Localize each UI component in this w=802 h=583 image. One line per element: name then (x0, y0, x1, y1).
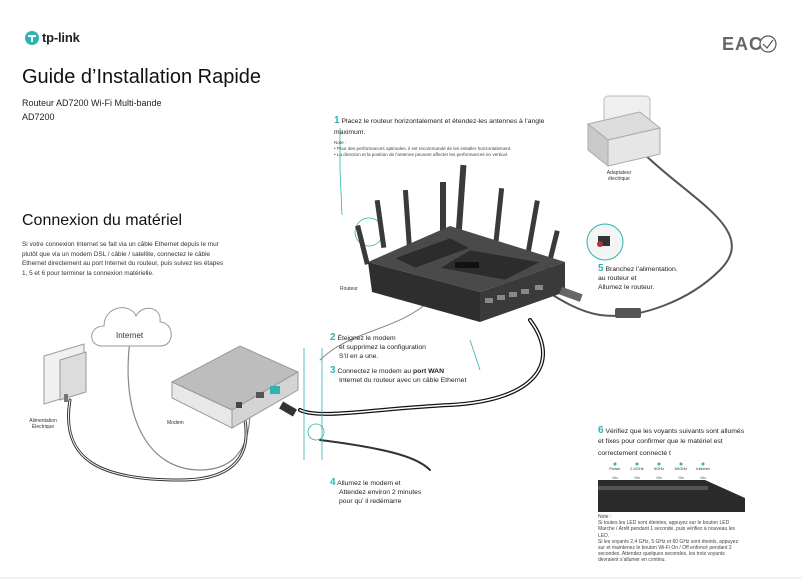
note-line: secondes. Attendez quelques secondes, le… (598, 551, 725, 558)
step-1-note: Note : • Pour des performances optimales… (334, 140, 564, 158)
hardware-heading: Connexion du matériel (22, 212, 183, 229)
intro-line: Ethernet directement au port Internet du… (22, 260, 224, 267)
step-text: Branchez l’alimentation. (605, 266, 678, 273)
led-name: 60GHz (674, 466, 688, 471)
step-number: 3 (330, 365, 336, 376)
step-number: 4 (330, 477, 336, 488)
step-text: Connectez le modem au (337, 368, 414, 375)
led-60ghz: 60GHz On (670, 466, 692, 480)
step-number: 6 (598, 425, 604, 436)
step-text: Placez le routeur horizontalement et éte… (341, 118, 545, 125)
note-text: Pour des performances optimales, il est … (336, 146, 512, 151)
wan-port-emphasis: port WAN (413, 368, 444, 375)
tp-link-logo: tp-link (42, 30, 80, 45)
step-text: Allumez le routeur. (598, 284, 655, 291)
note-line: Marche / Arrêt pendant 1 seconde, puis v… (598, 526, 736, 533)
intro-line: plutôt que via un modem DSL / câble / sa… (22, 250, 211, 258)
step-text: Internet du routeur avec un câble Ethern… (339, 377, 467, 384)
wall-socket-image (43, 343, 87, 405)
note-line: sur et maintenez le bouton Wi-Fi On / Of… (598, 545, 732, 552)
step-2: 2 Éteignez le modem et supprimez la conf… (330, 333, 426, 361)
adapter-label: Adaptateur électrique (594, 170, 644, 182)
note-text: La direction et la position de l’antenne… (336, 152, 509, 157)
step-number: 1 (334, 115, 340, 126)
power-button-zoom-image (586, 223, 624, 261)
certification-marks-icon (759, 35, 777, 53)
internet-label: Internet (116, 331, 144, 340)
note-line: • Pour des performances optimales, il es… (334, 146, 512, 151)
led-internet: Internet On (692, 466, 714, 480)
step-text: et supprimez la configuration (339, 344, 426, 351)
step-1: 1 Placez le routeur horizontalement et é… (334, 116, 594, 126)
eac-mark: EAC (722, 34, 764, 54)
note-line: Si toutes les LED sont éteintes, appuyez… (598, 520, 730, 527)
step-6-note: Note : Si toutes les LED sont éteintes, … (598, 514, 794, 564)
power-label: Alimentation Électrique (22, 418, 64, 430)
step-6: 6 Vérifiez que les voyants suivants sont… (598, 426, 798, 460)
product-name: Routeur AD7200 Wi-Fi Multi-bande (22, 98, 162, 108)
internet-cloud-icon (91, 307, 172, 347)
step-number: 5 (598, 263, 604, 274)
label-line: Adaptateur (606, 170, 632, 176)
led-5ghz: 5GHz On (648, 466, 670, 480)
led-power: Power On (604, 466, 626, 480)
note-line: Si les voyants 2,4 GHz, 5 GHz et 60 GHz … (598, 538, 739, 545)
step-1-line2: maximum. (334, 129, 366, 136)
step-3: 3 Connectez le modem au port WAN Interne… (330, 366, 466, 385)
led-2-4ghz: 2.4GHz On (626, 466, 648, 480)
step-text: Allumez le modem et (337, 480, 401, 487)
label-line: Électrique (31, 424, 55, 430)
product-model: AD7200 (22, 112, 55, 122)
step-text: au routeur et (598, 275, 637, 282)
intro-line: Si votre connexion Internet se fait via … (22, 241, 219, 248)
step-number: 2 (330, 332, 336, 343)
modem-image (170, 345, 300, 429)
router-led-panel-image (598, 480, 745, 512)
intro-line: 1, 5 et 6 pour terminer la connexion mat… (22, 269, 154, 277)
led-name: 5GHz (653, 466, 665, 471)
note-line: LED. (598, 532, 610, 539)
step-5: 5 Branchez l’alimentation. au routeur et… (598, 264, 678, 292)
led-name: Internet (696, 466, 710, 471)
step-text: Attendez environ 2 minutes (339, 489, 422, 496)
led-state: On (634, 475, 640, 480)
label-line: électrique (608, 176, 630, 182)
step-text: pour qu’ il redémarre (339, 498, 402, 505)
led-state: On (656, 475, 662, 480)
router-label: Routeur (340, 286, 358, 292)
step-4: 4 Allumez le modem et Attendez environ 2… (330, 478, 421, 506)
step-text: et fixes pour confirmer que le matériel … (598, 438, 723, 445)
router-image (355, 164, 565, 322)
tp-link-logo-icon (25, 31, 39, 45)
step-text: correctement connecté t (598, 450, 671, 457)
label-line: Alimentation (29, 418, 57, 424)
led-state: On (678, 475, 684, 480)
step-text: S’il en a une. (339, 353, 379, 360)
note-label: Note : (334, 140, 347, 145)
led-state: On (612, 475, 618, 480)
hardware-intro: Si votre connexion Internet se fait via … (22, 240, 282, 278)
note-line: devraient s’allumer en continu. (598, 557, 666, 564)
step-text: Éteignez le modem (337, 335, 396, 342)
led-state: On (700, 475, 706, 480)
note-line: • La direction et la position de l’anten… (334, 152, 509, 157)
led-name: Power (609, 466, 621, 471)
modem-label: Modem (167, 420, 184, 426)
power-adapter-image (586, 95, 662, 168)
note-label: Note : (598, 514, 612, 520)
page-title: Guide d’Installation Rapide (22, 66, 262, 88)
led-name: 2.4GHz (630, 466, 644, 471)
step-text: Vérifiez que les voyants suivants sont a… (605, 428, 745, 435)
